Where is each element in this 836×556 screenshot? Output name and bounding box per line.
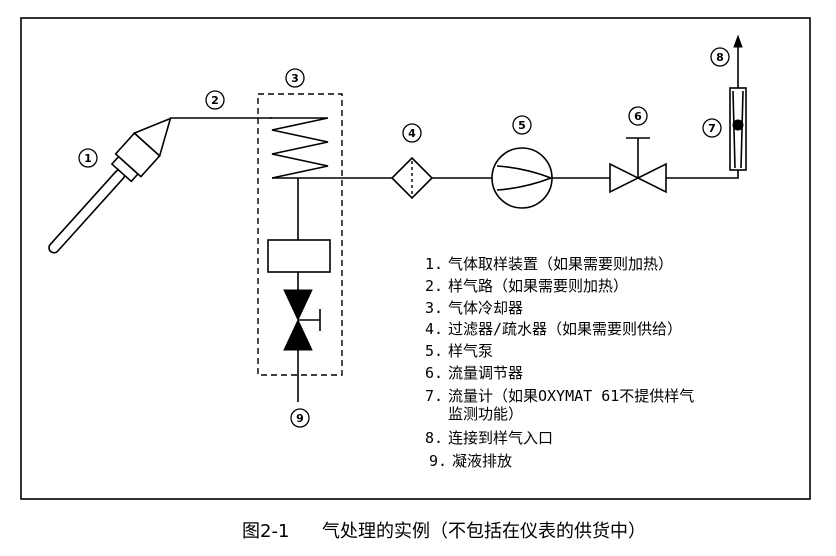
legend-item-6-number: 6. [425, 364, 443, 382]
caption-title: 气处理的实例（不包括在仪表的供货中） [322, 521, 646, 542]
legend-item-2-number: 2. [425, 277, 443, 295]
cooler-coil [270, 117, 329, 179]
flowmeter [729, 87, 747, 171]
callout-5-label: 5 [518, 119, 526, 132]
callout-5: 5 [512, 115, 532, 135]
condensate-vessel [267, 239, 331, 273]
flowmeter-tube-right [740, 90, 744, 169]
callout-3-circle [285, 68, 305, 88]
legend-item-2-text: 样气路（如果需要则加热） [448, 277, 628, 295]
callout-6: 6 [628, 106, 648, 126]
callout-8-circle [710, 47, 730, 67]
legend-item-4-text: 过滤器/疏水器（如果需要则供给） [448, 320, 682, 338]
legend-item-8-text: 连接到样气入口 [448, 429, 553, 447]
legend-item-5-text: 样气泵 [448, 342, 493, 360]
gas-inlet-arrowhead [733, 34, 743, 48]
diagram-frame [20, 17, 811, 500]
callout-8-label: 8 [716, 51, 724, 64]
callout-4-label: 4 [408, 127, 416, 140]
callout-7-label: 7 [708, 122, 716, 135]
flow-regulator-valve [609, 137, 667, 194]
flowmeter-tube-left [732, 90, 736, 169]
filter-symbol [390, 156, 434, 200]
callout-9-circle [290, 408, 310, 428]
callout-5-circle [512, 115, 532, 135]
valve-to-flowmeter-line [666, 170, 739, 179]
legend-item-7-text: 流量计（如果OXYMAT 61不提供样气 [448, 387, 694, 405]
regulator-right-triangle [636, 162, 667, 194]
sampling-probe [48, 117, 172, 254]
probe-rod [48, 169, 126, 254]
cooler-enclosure [257, 93, 343, 376]
caption-figure-number: 图2-1 [242, 521, 289, 542]
callout-2: 2 [205, 90, 225, 110]
drain-valve-upper-triangle [283, 289, 313, 322]
callout-1-circle [78, 148, 98, 168]
flowmeter-float [732, 119, 744, 131]
legend-item-6-text: 流量调节器 [448, 364, 523, 382]
callout-7: 7 [702, 118, 722, 138]
callout-2-label: 2 [211, 94, 219, 107]
callout-6-label: 6 [634, 110, 642, 123]
callout-8: 8 [710, 47, 730, 67]
legend-item-8-number: 8. [425, 429, 443, 447]
callout-1-label: 1 [84, 152, 92, 165]
callout-7-circle [702, 118, 722, 138]
callout-4-circle [402, 123, 422, 143]
legend-item-4-number: 4. [425, 320, 443, 338]
callout-9-label: 9 [296, 412, 304, 425]
pump-symbol [491, 147, 553, 209]
callout-1: 1 [78, 148, 98, 168]
regulator-left-triangle [609, 162, 640, 194]
callout-6-circle [628, 106, 648, 126]
legend-item-3-text: 气体冷却器 [448, 299, 523, 317]
probe-cone [132, 117, 172, 158]
callout-4: 4 [402, 123, 422, 143]
legend-item-7-text-continued: 监测功能） [448, 405, 523, 423]
drain-valve [283, 289, 321, 351]
legend-item-7-number: 7. [425, 387, 443, 405]
callout-9: 9 [290, 408, 310, 428]
legend-item-9-text: 凝液排放 [452, 452, 512, 470]
callout-2-circle [205, 90, 225, 110]
callout-3-label: 3 [291, 72, 299, 85]
pump-inner-lines [496, 165, 552, 191]
drain-valve-lower-triangle [283, 318, 313, 351]
callout-3: 3 [285, 68, 305, 88]
legend-item-1-text: 气体取样装置（如果需要则加热） [448, 255, 673, 273]
legend-item-1-number: 1. [425, 255, 443, 273]
legend: 1. 气体取样装置（如果需要则加热） 2. 样气路（如果需要则加热） 3. 气体… [425, 255, 694, 470]
legend-item-3-number: 3. [425, 299, 443, 317]
legend-item-5-number: 5. [425, 342, 443, 360]
legend-item-9-number: 9. [429, 452, 447, 470]
